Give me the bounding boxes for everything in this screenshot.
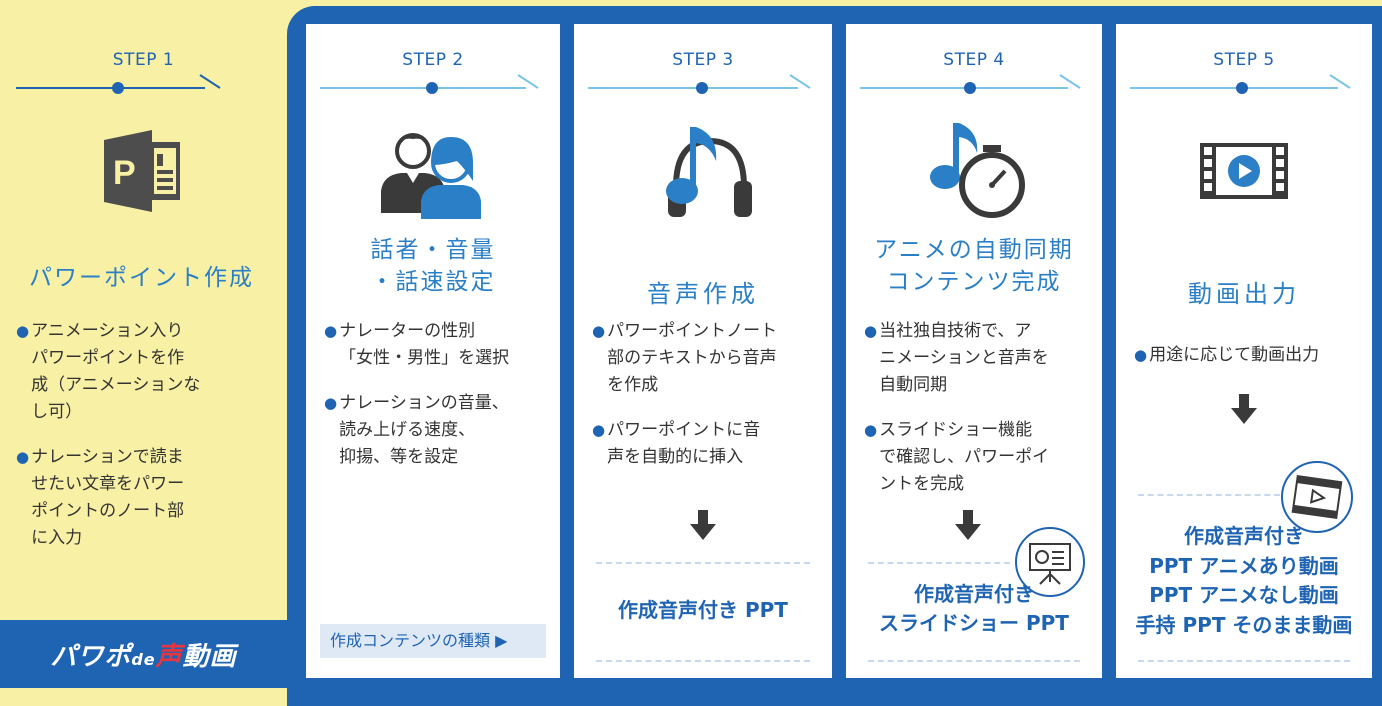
bullet-list: ●用途に応じて動画出力	[1134, 342, 1358, 387]
bullet-list: ●当社独自技術で、ア ニメーションと音声を 自動同期 ●スライドショー機能 で確…	[864, 318, 1088, 516]
bullet-item: ●ナレーターの性別 「女性・男性」を選択	[324, 321, 510, 368]
video-film-icon	[1116, 118, 1372, 224]
bullet-item: ●ナレーションで読ま せたい文章をパワー ポイントのノート部 に入力	[16, 447, 185, 548]
bullet-list: ●ナレーターの性別 「女性・男性」を選択 ●ナレーションの音量、 読み上げる速度…	[324, 318, 546, 489]
step-4-card: STEP 4 アニメの自動同期 コンテンツ完成 ●当社独自技術で、ア ニメーショ…	[846, 24, 1102, 678]
bullet-item: ●用途に応じて動画出力	[1134, 345, 1320, 365]
divider	[596, 660, 810, 662]
music-headphones-icon	[574, 118, 832, 224]
output-label: 作成音声付き スライドショー PPT	[879, 582, 1069, 635]
divider	[868, 660, 1080, 662]
speakers-icon	[306, 118, 560, 224]
step-title: アニメの自動同期 コンテンツ完成	[874, 237, 1074, 295]
step-1-panel: STEP 1 P パワーポイント作成 ●アニメーション入り パワーポイントを作 …	[0, 0, 287, 620]
step-label: STEP 5	[1213, 50, 1275, 70]
arrow-down-icon	[1116, 394, 1372, 424]
brand-logo: パワポde声動画	[50, 641, 237, 672]
presentation-board-icon	[1015, 527, 1085, 597]
step-title: 音声作成	[647, 280, 759, 308]
divider	[1138, 660, 1350, 662]
brand-bar: パワポde声動画	[0, 620, 287, 688]
divider	[1138, 494, 1280, 496]
output-label: 作成音声付き PPT	[618, 598, 788, 622]
output-label: 作成音声付き PPT アニメあり動画 PPT アニメなし動画 手持 PPT その…	[1135, 524, 1353, 637]
step-5-card: STEP 5 動画出力 ●用途に応じて動画出力 作成音声付き	[1116, 24, 1372, 678]
step-2-card: STEP 2 話者・音量 ・話速設定 ●ナレーターの性別 「女性・男性」を選択 …	[306, 24, 560, 678]
divider	[596, 562, 810, 564]
content-types-label[interactable]: 作成コンテンツの種類 ▶	[320, 624, 546, 658]
step-label: STEP 3	[672, 50, 734, 70]
divider	[868, 562, 1010, 564]
step-line	[320, 74, 539, 94]
bullet-item: ●アニメーション入り パワーポイントを作 成（アニメーションな し可）	[16, 321, 201, 422]
step-line	[1130, 74, 1351, 94]
step-line	[588, 74, 811, 94]
bullet-list: ●アニメーション入り パワーポイントを作 成（アニメーションな し可） ●ナレー…	[16, 318, 273, 570]
step-line	[16, 74, 221, 94]
arrow-down-icon	[834, 510, 1102, 540]
bullet-item: ●パワーポイントに音 声を自動的に挿入	[592, 420, 761, 467]
step-line	[860, 74, 1081, 94]
bullet-item: ●パワーポイントノート 部のテキストから音声 を作成	[592, 321, 778, 395]
step-label: STEP 2	[402, 50, 464, 70]
step-label: STEP 4	[943, 50, 1005, 70]
svg-text:P: P	[113, 154, 136, 192]
bullet-item: ●スライドショー機能 で確認し、パワーポイ ントを完成	[864, 420, 1050, 494]
bullet-item: ●ナレーションの音量、 読み上げる速度、 抑揚、等を設定	[324, 393, 509, 467]
step-title: パワーポイント作成	[29, 265, 254, 291]
video-clip-icon	[1281, 461, 1353, 533]
step-title: 話者・音量 ・話速設定	[370, 237, 496, 295]
music-stopwatch-icon	[846, 118, 1102, 224]
step-label: STEP 1	[112, 50, 175, 70]
step-title: 動画出力	[1188, 280, 1300, 308]
bullet-list: ●パワーポイントノート 部のテキストから音声 を作成 ●パワーポイントに音 声を…	[592, 318, 818, 489]
arrow-down-icon	[574, 510, 832, 540]
powerpoint-icon: P	[0, 118, 287, 224]
step-3-card: STEP 3 音声作成 ●パワーポイントノート 部のテキストから音声 を作成 ●…	[574, 24, 832, 678]
bullet-item: ●当社独自技術で、ア ニメーションと音声を 自動同期	[864, 321, 1049, 395]
